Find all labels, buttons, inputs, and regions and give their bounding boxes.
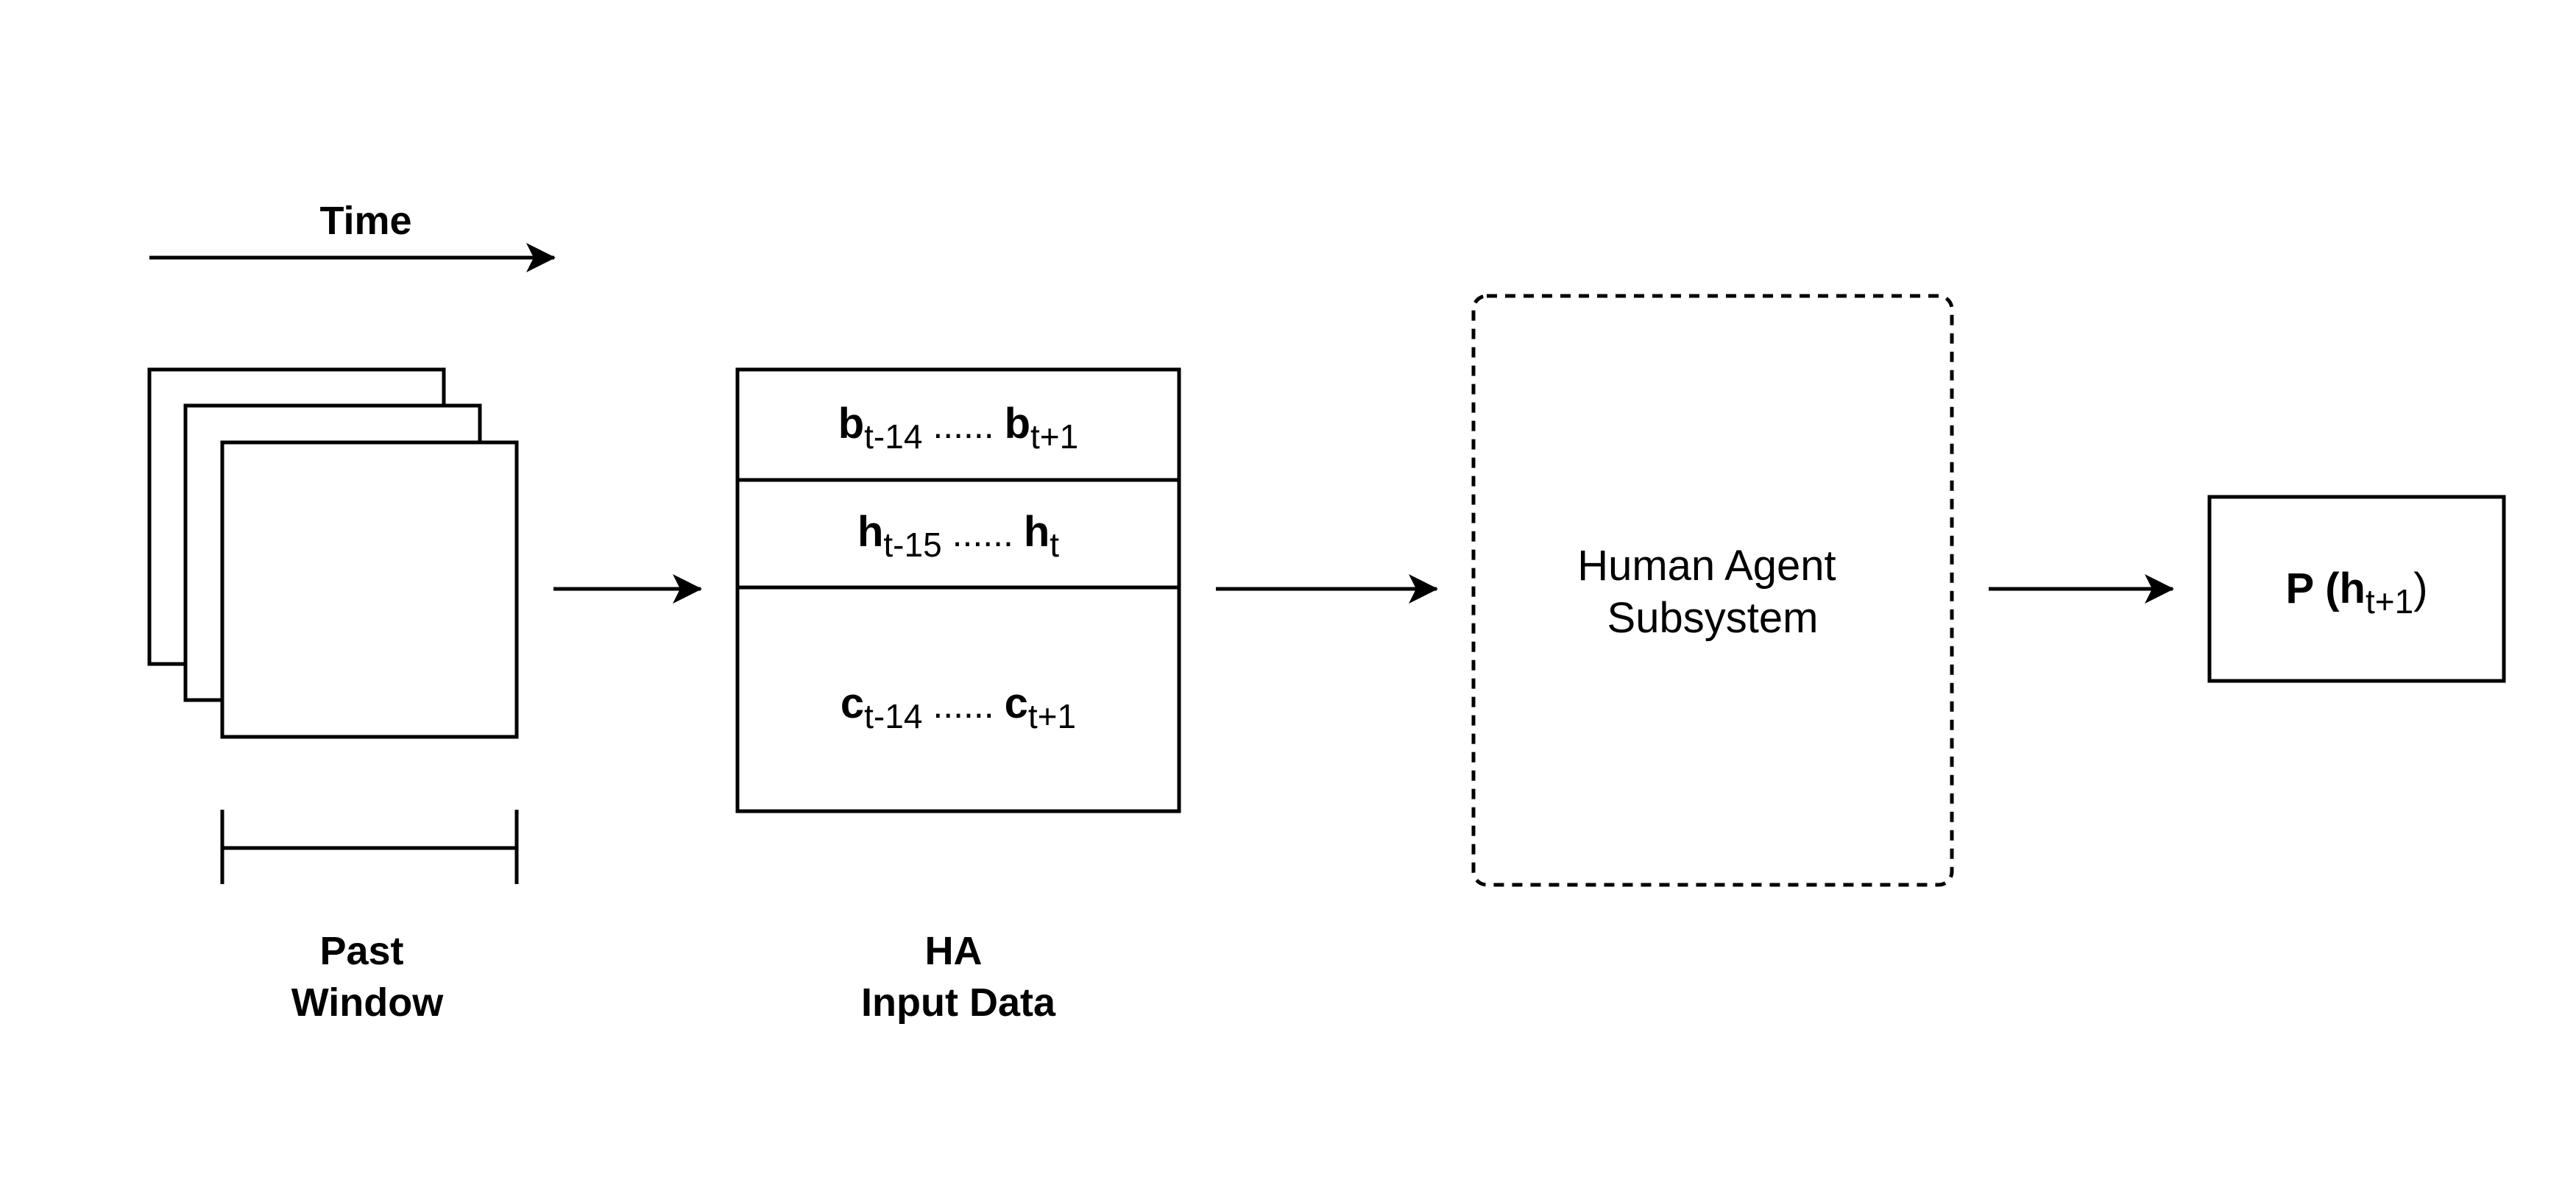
- row-c-text: ct-14 ...... ct+1: [841, 679, 1076, 735]
- frame-front: [220, 440, 519, 739]
- subsystem-box: [1471, 294, 1954, 887]
- row-h-text: ht-15 ...... ht: [857, 508, 1059, 564]
- time-label: Time: [319, 199, 411, 243]
- row-b-text: bt-14 ...... bt+1: [838, 400, 1079, 456]
- output-box: [2207, 495, 2506, 683]
- past-window-label: Past Window: [291, 929, 444, 1025]
- time-axis: Time: [149, 199, 556, 272]
- ha-input-label: HA Input Data: [861, 929, 1056, 1025]
- past-window-frames: [147, 367, 519, 739]
- ha-input-box: [735, 367, 1181, 813]
- past-window-bracket: [220, 810, 519, 884]
- subsystem-label: Human Agent Subsystem: [1577, 542, 1848, 642]
- output-label: P (ht+1): [2285, 565, 2427, 621]
